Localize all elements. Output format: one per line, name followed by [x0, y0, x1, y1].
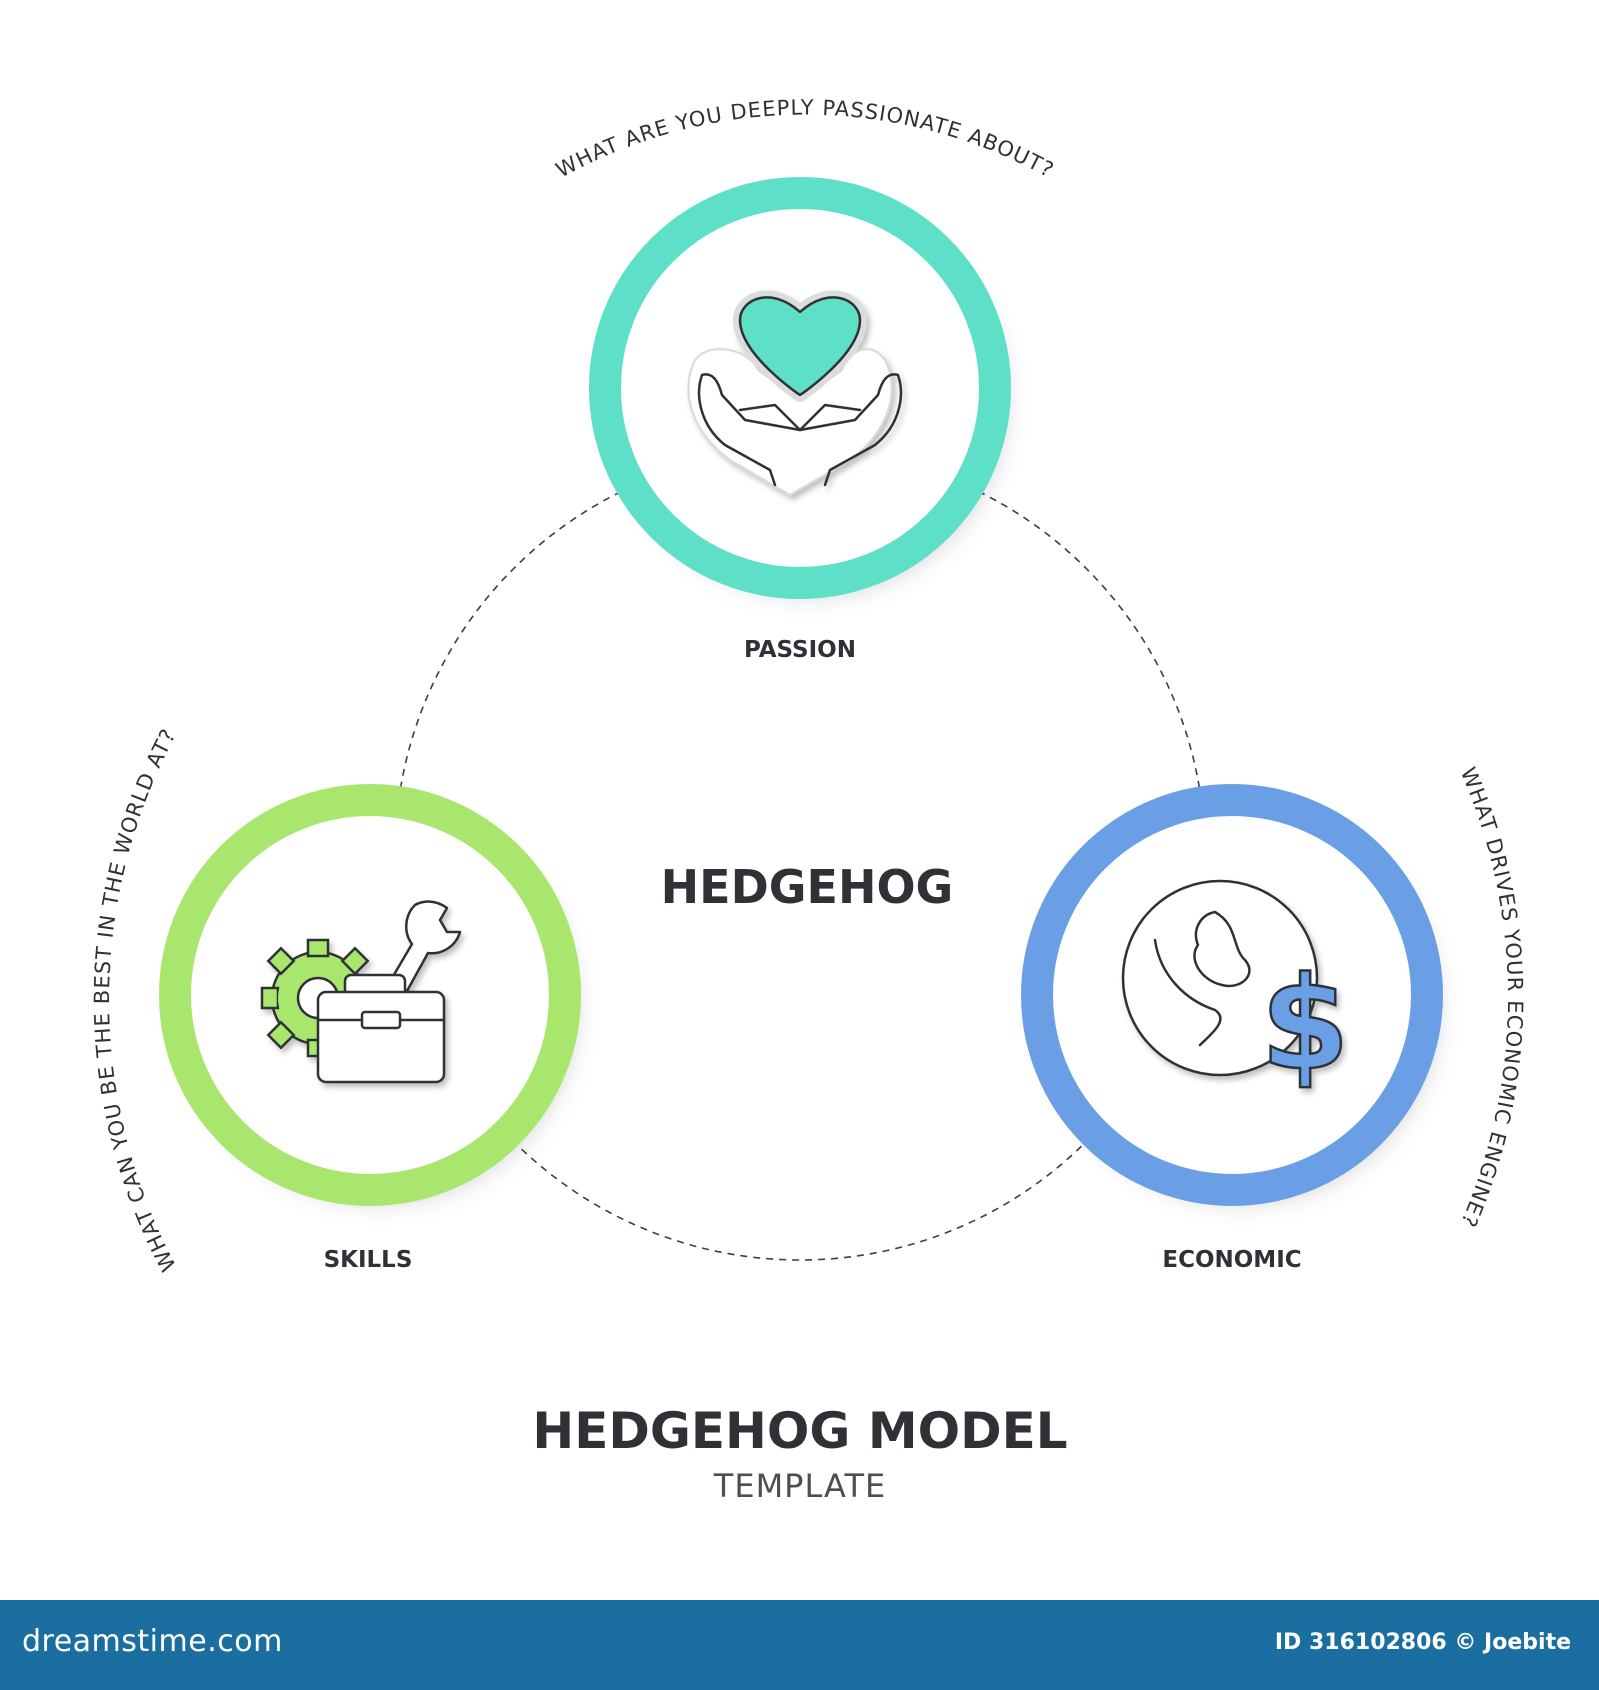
passion-label: PASSION [744, 637, 856, 663]
dollar-icon: $ [1260, 950, 1349, 1099]
skills-label: SKILLS [324, 1247, 413, 1273]
skills-ring [159, 784, 581, 1206]
skills-node: SKILLS [159, 784, 581, 1273]
economic-label: ECONOMIC [1162, 1247, 1301, 1273]
briefcase-icon [316, 973, 446, 1084]
gear-wrench-briefcase-icon [260, 900, 462, 1084]
wrench-icon [383, 900, 462, 1002]
heart-in-hands-icon [687, 290, 903, 497]
footer-image-id: ID 316102806 © Joebite [1274, 1630, 1571, 1655]
economic-question: WHAT DRIVES YOUR ECONOMIC ENGINE? [1456, 764, 1527, 1231]
economic-ring [1021, 784, 1443, 1206]
diagram-subtitle: TEMPLATE [713, 1467, 886, 1505]
center-label: HEDGEHOG [661, 860, 954, 914]
right-hand-icon [798, 373, 903, 487]
passion-ring [589, 177, 1011, 599]
left-hand-icon [697, 373, 802, 487]
passion-node: PASSION [589, 177, 1011, 663]
watermark-footer: dreamstime.com ID 316102806 © Joebite [0, 1600, 1599, 1690]
footer-site-name: dreamstime.com [22, 1624, 283, 1659]
hedgehog-diagram: PASSION [90, 96, 1527, 1505]
passion-question: WHAT ARE YOU DEEPLY PASSIONATE ABOUT? [552, 96, 1058, 183]
diagram-title: HEDGEHOG MODEL [532, 1402, 1067, 1460]
globe-dollar-icon: $ [1121, 879, 1351, 1100]
economic-node: $ ECONOMIC [1021, 784, 1443, 1273]
heart-icon [738, 296, 862, 397]
